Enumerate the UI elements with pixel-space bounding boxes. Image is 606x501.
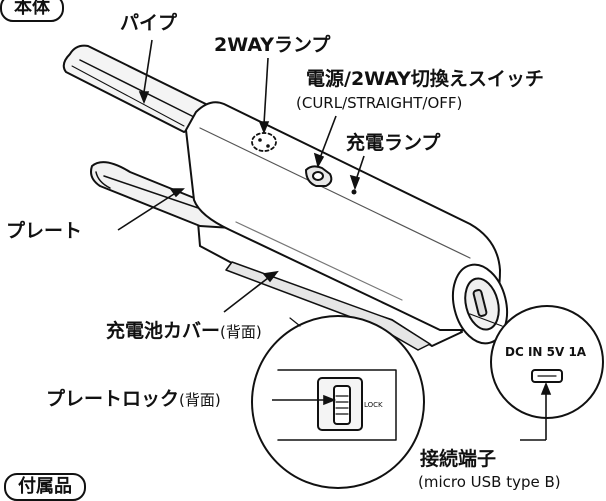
plate-lock-note: (背面) <box>179 391 221 409</box>
lock-text-label: LOCK <box>364 401 383 409</box>
plate-lock-label: プレートロック(背面) <box>46 390 221 409</box>
plate-lock-slider <box>333 385 351 425</box>
connector-label: 接続端子 <box>420 448 497 470</box>
plate-lock-text: プレートロック <box>46 388 180 410</box>
battery-cover-label: 充電池カバー(背面) <box>106 322 262 341</box>
switch-modes-label: (CURL/STRAIGHT/OFF) <box>296 94 463 112</box>
port-inset-circle <box>490 305 604 419</box>
pipe-label: パイプ <box>120 12 178 34</box>
battery-cover-text: 充電池カバー <box>106 320 221 342</box>
section-body-badge: 本体 <box>0 0 64 22</box>
battery-cover-note: (背面) <box>220 323 262 341</box>
usb-port-shape <box>472 289 488 317</box>
section-accessories-badge: 付属品 <box>4 473 86 501</box>
charge-lamp-label: 充電ランプ <box>346 132 441 154</box>
connector-type-label: (micro USB type B) <box>418 473 561 491</box>
charge-lamp-shape <box>351 189 357 195</box>
twoway-lamp-label: 2WAYランプ <box>214 34 331 56</box>
lower-arm-shade <box>225 261 431 351</box>
switch-label: 電源/2WAY切換えスイッチ <box>306 68 544 90</box>
plate-label: プレート <box>6 220 83 242</box>
port-spec-label: DC IN 5V 1A <box>505 345 587 359</box>
